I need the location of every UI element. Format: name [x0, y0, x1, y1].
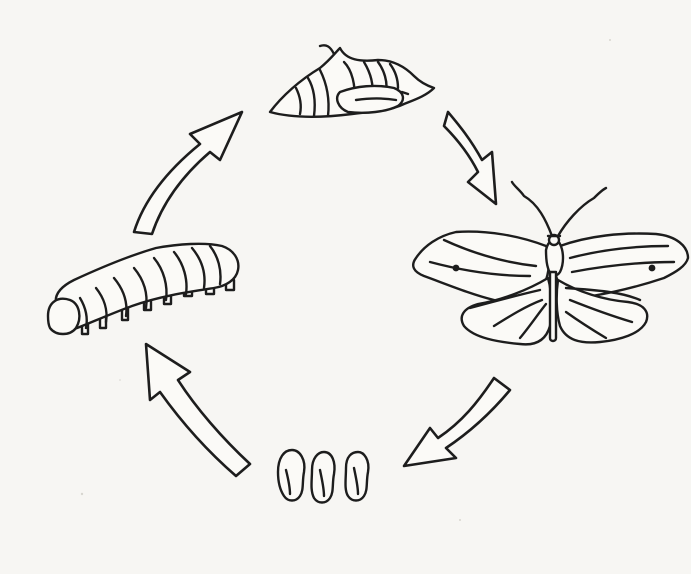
caterpillar-icon — [48, 244, 238, 334]
arrow-adult-to-egg — [404, 378, 510, 466]
arrow-pupa-to-adult — [444, 112, 496, 204]
chrysalis-icon — [270, 45, 434, 117]
arrow-larva-to-pupa — [134, 112, 242, 234]
arrow-egg-to-larva — [146, 344, 250, 476]
butterfly-icon — [413, 182, 688, 344]
egg-cluster-icon — [278, 450, 368, 503]
